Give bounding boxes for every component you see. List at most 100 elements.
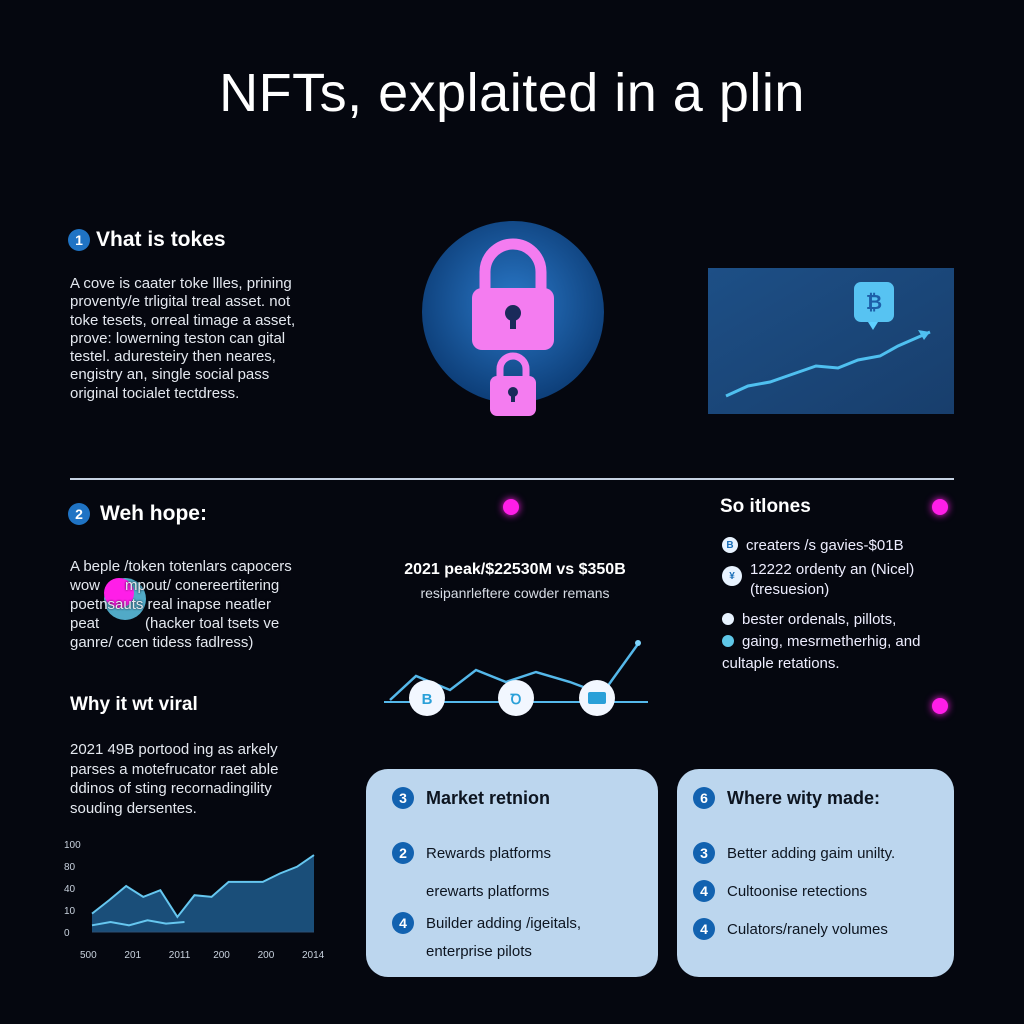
item-text: creaters /s gavies-$01B xyxy=(746,536,904,554)
stats-item: bester ordenals, pillots, xyxy=(722,608,962,630)
x-tick-label: 500 xyxy=(80,950,97,961)
step-badge: 4 xyxy=(392,912,414,934)
card-item: 4 Culators/ranely volumes xyxy=(693,918,888,940)
section-hope-body: A beple /token totenlars capocers wow mp… xyxy=(70,557,292,652)
body-line: engistry an, single social pass xyxy=(70,366,270,384)
body-line: A cove is caater toke llles, prining xyxy=(70,275,292,292)
market-card: 3 Market retnion 2 Rewards platforms erewa… xyxy=(366,769,658,977)
body-line: toke tesets, orreal timage a asset, xyxy=(70,311,296,329)
body-line: parses a motefrucator raet able xyxy=(70,760,279,778)
y-tick-label: 10 xyxy=(64,906,76,917)
section-what-body: A cove is caater toke llles, prining pro… xyxy=(70,275,295,403)
heading-text: Where wity made: xyxy=(727,787,881,808)
card-item: enterprise pilots xyxy=(426,943,532,960)
bitcoin-node-icon: B xyxy=(409,680,445,716)
card-item: 4 Cultoonise retections xyxy=(693,880,867,902)
x-tick-label: 201 xyxy=(124,950,141,961)
step-badge: 6 xyxy=(693,787,715,809)
step-badge: 3 xyxy=(392,787,414,809)
step-badge: 2 xyxy=(392,842,414,864)
magenta-dot xyxy=(932,698,948,714)
step-badge: 4 xyxy=(693,880,715,902)
stats-tail: cultaple retations. xyxy=(722,654,840,672)
svg-text:B: B xyxy=(422,691,433,708)
y-tick-label: 100 xyxy=(64,840,81,851)
section-what-heading: 1 Vhat is tokes xyxy=(68,228,226,252)
bitcoin-icon: ₿ xyxy=(854,282,894,330)
card-heading: 3 Market retnion xyxy=(392,787,550,809)
token-node-icon: Ꝺ xyxy=(498,680,534,716)
body-line: ganre/ ccen tidess fadlress) xyxy=(70,634,254,651)
card-item: 3 Better adding gaim unilty. xyxy=(693,842,895,864)
section-viral-body: 2021 49B portood ing as arkely parses a … xyxy=(70,740,278,818)
heading-text: Market retnion xyxy=(426,787,551,808)
item-text: gaing, mesrmetherhig, and xyxy=(742,632,921,650)
heading-text: Vhat is tokes xyxy=(96,228,226,251)
body-line: original tocialet tectdress. xyxy=(70,384,240,402)
body-line: testel. aduresteiry then neares, xyxy=(70,348,276,366)
page-title: NFTs, explaited in a plin xyxy=(219,63,805,123)
x-tick-label: 2011 xyxy=(169,950,191,961)
magenta-dot xyxy=(932,499,948,515)
step-badge: 3 xyxy=(693,842,715,864)
lock-illustration xyxy=(422,221,604,416)
heading-text: Weh hope: xyxy=(100,502,207,525)
item-text: Culators/ranely volumes xyxy=(727,920,888,938)
arrow-head xyxy=(918,330,930,340)
growth-panel: ₿ xyxy=(708,268,954,414)
item-text: Cultoonise retections xyxy=(727,882,868,900)
body-line: wow mpout/ conereertitering xyxy=(70,577,280,594)
peak-subtitle: resipanrleftere cowder remans xyxy=(420,585,610,601)
stats-item: ¥12222 ordenty an (Nicel) (tresuesion) xyxy=(722,560,962,604)
section-hope-heading: 2 Weh hope: xyxy=(68,502,207,526)
item-text: Better adding gaim unilty. xyxy=(727,844,896,862)
divider xyxy=(70,478,954,480)
small-lock-icon xyxy=(490,352,536,416)
series-line-2 xyxy=(91,919,185,927)
x-tick-label: 200 xyxy=(213,950,230,961)
trend-line xyxy=(725,330,931,398)
bitcoin-icon: B xyxy=(722,537,738,553)
card-item: 4 Builder adding /igeitals, xyxy=(392,912,581,934)
step-badge: 2 xyxy=(68,503,90,525)
item-text: 12222 ordenty an (Nicel) (tresuesion) xyxy=(750,561,915,598)
stats-heading: So itlones xyxy=(720,496,811,517)
token-icon: ¥ xyxy=(722,566,742,586)
body-line: ddinos of sting recornadingility xyxy=(70,780,272,797)
y-tick-label: 0 xyxy=(64,928,70,939)
svg-text:₿: ₿ xyxy=(866,290,882,314)
x-tick-label: 2014 xyxy=(302,950,325,961)
y-tick-label: 80 xyxy=(64,862,76,873)
peak-headline: 2021 peak/$22530M vs $350B xyxy=(404,561,626,578)
body-line: A beple /token totenlars capocers xyxy=(70,558,292,575)
series-line xyxy=(91,854,315,919)
card-node-icon xyxy=(579,680,615,716)
section-viral-heading: Why it wt viral xyxy=(70,694,198,715)
where-card: 6 Where wity made: 3 Better adding gaim un… xyxy=(677,769,954,977)
area-series xyxy=(92,855,314,932)
step-badge: 4 xyxy=(693,918,715,940)
item-text: Rewards platforms xyxy=(426,844,552,862)
trend-endpoint xyxy=(635,640,641,646)
card-item: 2 Rewards platforms xyxy=(392,842,551,864)
globe-icon xyxy=(722,635,734,647)
item-text: Builder adding /igeitals, xyxy=(426,914,582,932)
peak-trend-chart: B Ꝺ xyxy=(384,640,648,716)
body-line: peat (hacker toal tsets ve xyxy=(70,615,280,632)
card-item: erewarts platforms xyxy=(426,883,550,900)
coin-icon xyxy=(722,613,734,625)
x-tick-label: 200 xyxy=(258,950,275,961)
lock-icon xyxy=(472,238,554,350)
step-badge: 1 xyxy=(68,229,90,251)
body-line: poetnsauts real inapse neatler xyxy=(70,596,271,613)
card-heading: 6 Where wity made: xyxy=(693,787,880,809)
decorative-bubble xyxy=(104,578,134,608)
item-text: bester ordenals, pillots, xyxy=(742,610,897,628)
stats-item: gaing, mesrmetherhig, and xyxy=(722,630,962,652)
body-line: souding dersentes. xyxy=(70,799,197,817)
magenta-dot xyxy=(503,499,519,515)
body-line: 2021 49B portood ing as arkely xyxy=(70,741,278,758)
